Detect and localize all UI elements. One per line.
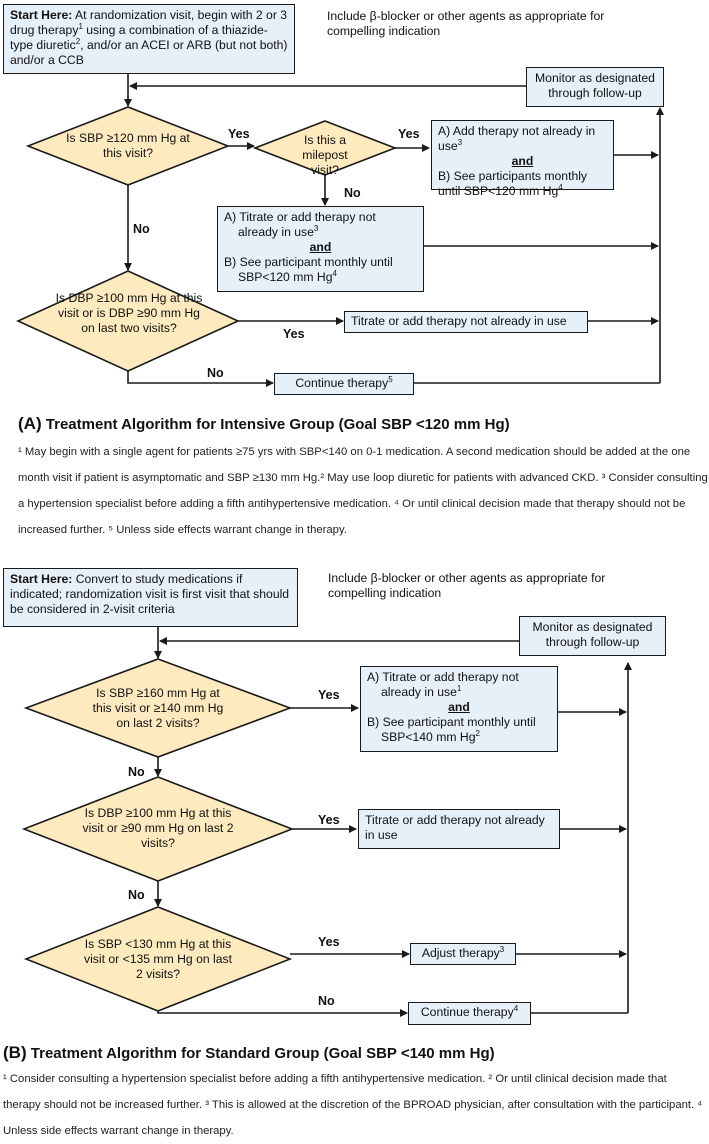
b-titrate-text: Titrate or add therapy not already in us… (365, 813, 545, 842)
a-no-3: No (207, 366, 224, 380)
b-titrate-box: Titrate or add therapy not already in us… (358, 809, 560, 849)
a-boxB-line-a2: already in use (238, 225, 314, 239)
a-start-text2: using a combination of a thiazide-type d… (10, 23, 268, 52)
b-yes-2: Yes (318, 813, 340, 827)
a-boxB-sup-b: 4 (332, 268, 337, 278)
b-footnotes: ¹ Consider consulting a hypertension spe… (3, 1073, 703, 1137)
a-note: Include β-blocker or other agents as app… (327, 9, 605, 38)
b-yes-3: Yes (318, 935, 340, 949)
a-continue-text: Continue therapy (295, 376, 389, 390)
b-boxA-sup-b: 2 (475, 728, 480, 738)
b-adjust-box: Adjust therapy3 (410, 943, 516, 965)
b-boxA-line-b2: SBP<140 mm Hg (381, 730, 476, 744)
a-d1-text: Is SBP ≥120 mm Hg at this visit? (66, 131, 190, 160)
a-boxA-and: and (511, 154, 534, 168)
b-start-text: Convert to study medications if indicate… (10, 572, 290, 616)
a-footnotes: ¹ May begin with a single agent for pati… (18, 446, 708, 536)
b-no-2: No (128, 888, 145, 902)
a-heading-text: Treatment Algorithm for Intensive Group … (45, 416, 510, 433)
a-boxB-line-b2: SBP<120 mm Hg (238, 270, 333, 284)
a-monitor-box: Monitor as designated through follow-up (526, 67, 664, 107)
a-continue-sup: 5 (388, 374, 393, 384)
a-yes-1: Yes (228, 127, 250, 141)
b-adjust-text: Adjust therapy (421, 946, 500, 960)
b-boxA-sup-a: 1 (456, 683, 462, 693)
b-start-lead: Start Here: (10, 572, 73, 586)
a-titrate-box: Titrate or add therapy not already in us… (344, 311, 588, 333)
a-d3-text: Is DBP ≥100 mm Hg at this visit or is DB… (55, 291, 203, 335)
a-boxB-line-a1: A) Titrate or add therapy not (224, 210, 376, 224)
a-titrate-text: Titrate or add therapy not already in us… (351, 314, 567, 328)
b-continue-sup: 4 (513, 1003, 519, 1013)
a-boxA: A) Add therapy not already in use3 and B… (431, 120, 614, 198)
b-start-box: Start Here: Convert to study medications… (3, 568, 298, 627)
a-start-sup2: 2 (75, 36, 81, 46)
b-d3-no (157, 1009, 408, 1017)
a-continue-box: Continue therapy5 (274, 373, 414, 395)
a-start-text: At randomization visit, begin with 2 or … (10, 8, 288, 37)
a-no-2: No (133, 222, 150, 236)
a-boxB-and: and (309, 240, 332, 254)
a-start-sup: 1 (78, 21, 83, 31)
a-start-text3: , and/or an ACEI or ARB (but not both) a… (10, 38, 288, 67)
a-d3-no (127, 371, 274, 387)
a-boxA-line-a: A) Add therapy not already in use (438, 124, 596, 153)
b-boxA-line-a2: already in use (381, 685, 457, 699)
b-adjust-sup: 3 (499, 944, 505, 954)
a-boxA-sup-a: 3 (457, 137, 463, 147)
b-boxA: A) Titrate or add therapy not already in… (360, 666, 558, 752)
b-boxA-and: and (448, 700, 470, 714)
a-boxB-line-b1: B) See participant monthly until (224, 255, 393, 269)
a-start-lead: Start Here: (10, 8, 73, 22)
a-heading: (A) Treatment Algorithm for Intensive Gr… (18, 414, 510, 434)
b-monitor-box: Monitor as designated through follow-up (519, 616, 666, 656)
a-boxB-sup-a: 3 (313, 223, 319, 233)
b-continue-box: Continue therapy4 (408, 1002, 531, 1025)
a-heading-letter: (A) (18, 414, 42, 433)
b-d2-text: Is DBP ≥100 mm Hg at this visit or ≥90 m… (82, 806, 234, 850)
b-boxA-line-b1: B) See participant monthly until (367, 715, 536, 729)
a-no-1: No (344, 186, 361, 200)
a-monitor-text: Monitor as designated through follow-up (535, 71, 655, 100)
b-heading: (B) Treatment Algorithm for Standard Gro… (3, 1043, 495, 1063)
b-note: Include β-blocker or other agents as app… (328, 571, 606, 600)
a-boxA-line-b: B) See participants monthly until SBP<12… (438, 169, 588, 198)
b-heading-letter: (B) (3, 1043, 27, 1062)
b-d1-text: Is SBP ≥160 mm Hg at this visit or ≥140 … (92, 686, 224, 730)
a-yes-3: Yes (283, 327, 305, 341)
a-boxB: A) Titrate or add therapy not already in… (217, 206, 424, 292)
a-yes-2: Yes (398, 127, 420, 141)
b-no-3: No (318, 994, 335, 1008)
b-continue-text: Continue therapy (420, 1005, 514, 1019)
b-d3-text: Is SBP <130 mm Hg at this visit or <135 … (84, 937, 232, 981)
b-no-1: No (128, 765, 145, 779)
b-heading-text: Treatment Algorithm for Standard Group (… (30, 1045, 495, 1062)
a-d2-text: Is this a milepost visit? (302, 133, 348, 177)
b-yes-1: Yes (318, 688, 340, 702)
b-monitor-text: Monitor as designated through follow-up (532, 620, 653, 649)
b-boxA-line-a1: A) Titrate or add therapy not (367, 670, 519, 684)
a-boxA-sup-b: 4 (558, 182, 563, 192)
a-start-box: Start Here: At randomization visit, begi… (3, 4, 295, 74)
